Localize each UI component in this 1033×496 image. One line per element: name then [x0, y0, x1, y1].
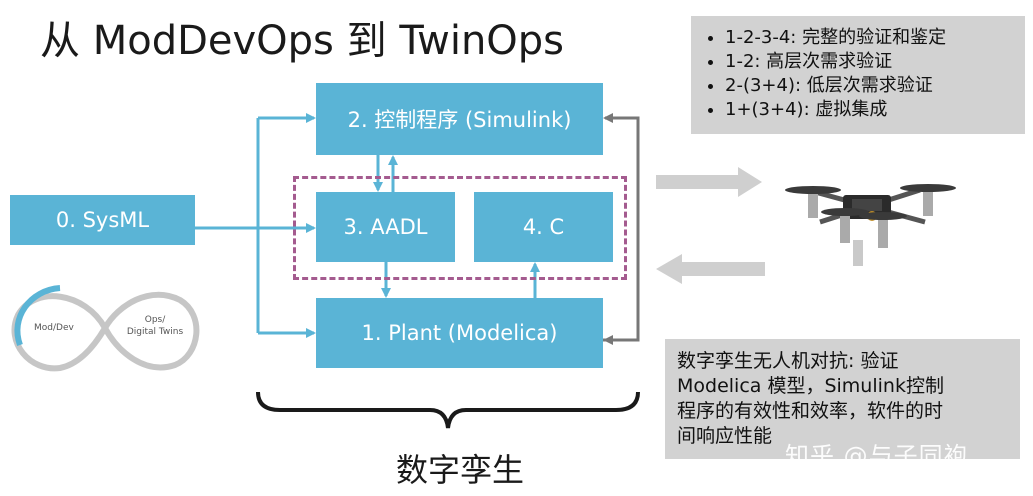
aadl-box: 3. AADL: [316, 192, 455, 262]
description-text: 数字孪生无人机对抗: 验证 Modelica 模型，Simulink控制 程序的…: [677, 350, 944, 447]
sysml-box: 0. SysML: [10, 195, 195, 245]
digital-twin-bracket: [256, 391, 640, 429]
page-title: 从 ModDevOps 到 TwinOps: [40, 18, 565, 64]
arrow-from-drone: [656, 254, 765, 284]
verification-item: 2-(3+4): 低层次需求验证: [725, 74, 1009, 98]
infinity-right-label-1: Ops/: [145, 315, 166, 325]
drone-image: [785, 184, 956, 266]
verification-item: 1-2: 高层次需求验证: [725, 50, 1009, 74]
arrow-to-drone: [656, 167, 762, 197]
c-box: 4. C: [474, 192, 613, 262]
plant-box: 1. Plant (Modelica): [316, 298, 603, 368]
infinity-icon: Mod/Dev Ops/ Digital Twins: [11, 285, 200, 372]
verification-list: 1-2-3-4: 完整的验证和鉴定 1-2: 高层次需求验证 2-(3+4): …: [701, 26, 1009, 122]
watermark: 知乎 @与子同袍: [785, 442, 969, 470]
simulink-box: 2. 控制程序 (Simulink): [316, 83, 603, 155]
software-group-dashed-border: [293, 176, 627, 280]
infinity-right-label-2: Digital Twins: [127, 327, 184, 337]
verification-item: 1+(3+4): 虚拟集成: [725, 98, 1009, 122]
verification-info-panel: 1-2-3-4: 完整的验证和鉴定 1-2: 高层次需求验证 2-(3+4): …: [691, 16, 1025, 134]
infinity-left-label: Mod/Dev: [34, 323, 74, 333]
digital-twin-label: 数字孪生: [395, 451, 524, 489]
verification-item: 1-2-3-4: 完整的验证和鉴定: [725, 26, 1009, 50]
description-panel: 数字孪生无人机对抗: 验证 Modelica 模型，Simulink控制 程序的…: [665, 339, 1020, 459]
